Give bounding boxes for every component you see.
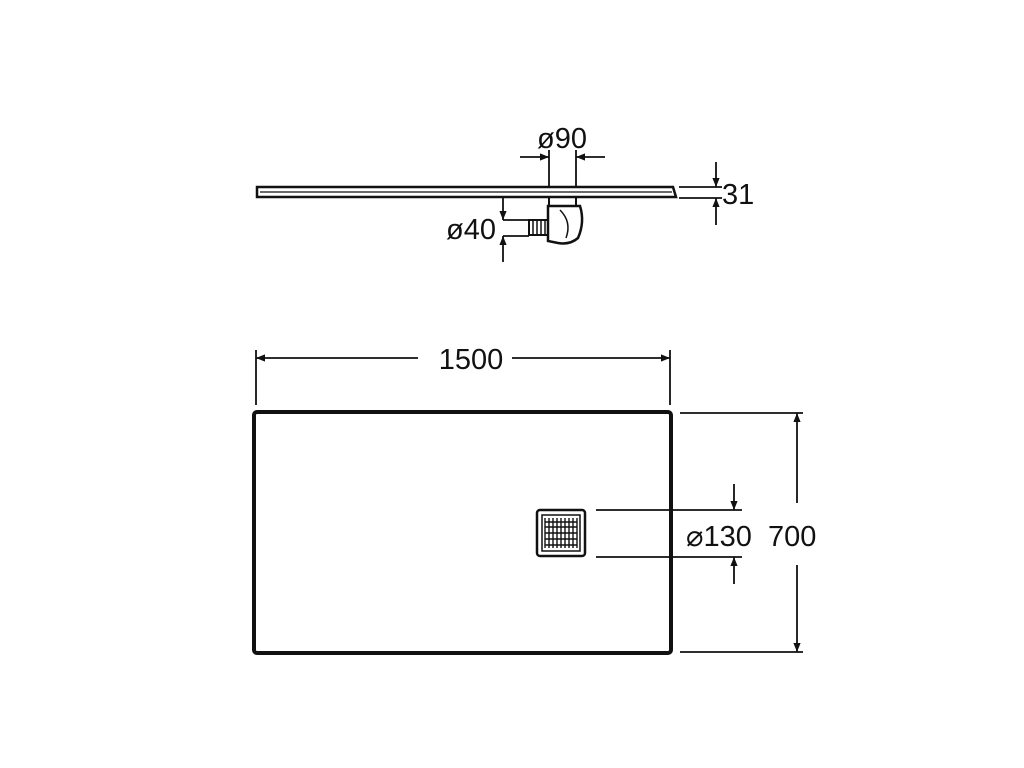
outlet-diameter-label: ø90 (537, 123, 587, 155)
drain-size-label: ⌀130 (686, 521, 752, 553)
waste-outlet-grip (532, 221, 546, 234)
drain-grate-pattern (544, 518, 578, 548)
drain-grate (535, 508, 587, 558)
tray-outline (252, 410, 673, 655)
tray-height-dimension: 31 (679, 162, 754, 225)
waste-diameter-dimension: ø40 (446, 197, 529, 262)
tray-height-label: 31 (722, 179, 754, 211)
width-dimension: 700 (680, 412, 816, 653)
drain-size-dimension: ⌀130 (596, 484, 752, 584)
waste-trap (528, 196, 584, 245)
side-view: ø90 ø40 31 (255, 123, 754, 262)
waste-diameter-label: ø40 (446, 214, 496, 246)
outlet-diameter-dimension: ø90 (520, 123, 605, 186)
length-dimension: 1500 (255, 344, 671, 405)
length-label: 1500 (439, 344, 504, 376)
tray-profile (255, 185, 678, 199)
width-label: 700 (768, 521, 816, 553)
top-view: 1500 ⌀130 700 (252, 344, 816, 655)
